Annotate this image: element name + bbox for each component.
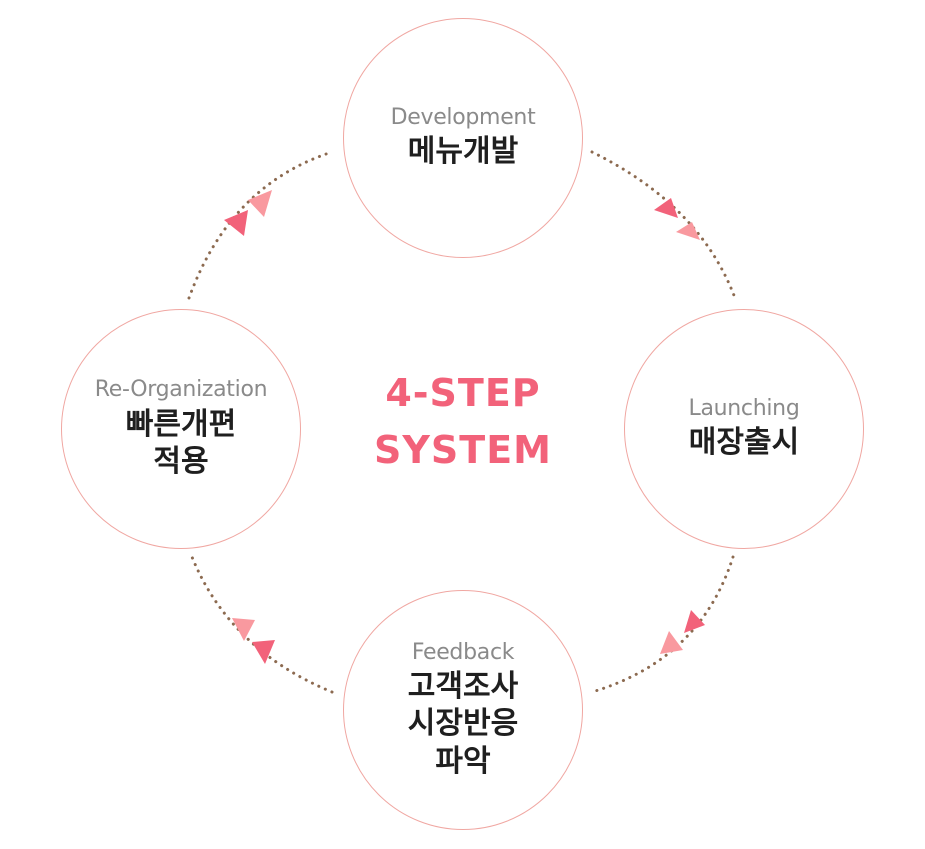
step-label-ko: 빠른개편	[125, 406, 237, 442]
step-launching: Launching 매장출시	[624, 309, 864, 549]
step-label-ko: 시장반응	[407, 706, 519, 742]
step-label-en: Launching	[688, 396, 800, 422]
triangle-arrow-icon	[676, 222, 700, 240]
step-label-ko: 매장출시	[688, 425, 800, 461]
step-feedback: Feedback 고객조사 시장반응 파악	[343, 590, 583, 830]
step-label-ko: 메뉴개발	[407, 134, 519, 170]
triangle-arrow-icon	[248, 190, 272, 217]
step-label-en: Feedback	[411, 639, 515, 665]
step-label-ko: 파악	[435, 743, 491, 779]
triangle-arrow-icon	[654, 198, 678, 218]
connector-left-top	[187, 150, 334, 300]
center-title-line1: 4-STEP	[385, 371, 541, 415]
step-label-ko: 고객조사	[407, 668, 519, 704]
triangle-arrow-icon	[224, 210, 248, 236]
triangle-arrow-icon	[660, 631, 683, 654]
step-label-ko: 적용	[153, 444, 209, 480]
step-label-en: Re-Organization	[94, 377, 268, 403]
connector-top-right	[590, 150, 737, 300]
center-title: 4-STEP SYSTEM	[374, 365, 552, 479]
connector-right-bottom	[590, 555, 735, 694]
triangle-arrow-icon	[252, 640, 275, 664]
triangle-arrow-icon	[232, 618, 255, 641]
step-label-en: Development	[390, 105, 536, 131]
step-reorganization: Re-Organization 빠른개편 적용	[61, 309, 301, 549]
triangle-arrow-icon	[684, 610, 705, 633]
center-title-line2: SYSTEM	[374, 428, 552, 472]
step-development: Development 메뉴개발	[343, 18, 583, 258]
connector-bottom-left	[190, 555, 334, 694]
